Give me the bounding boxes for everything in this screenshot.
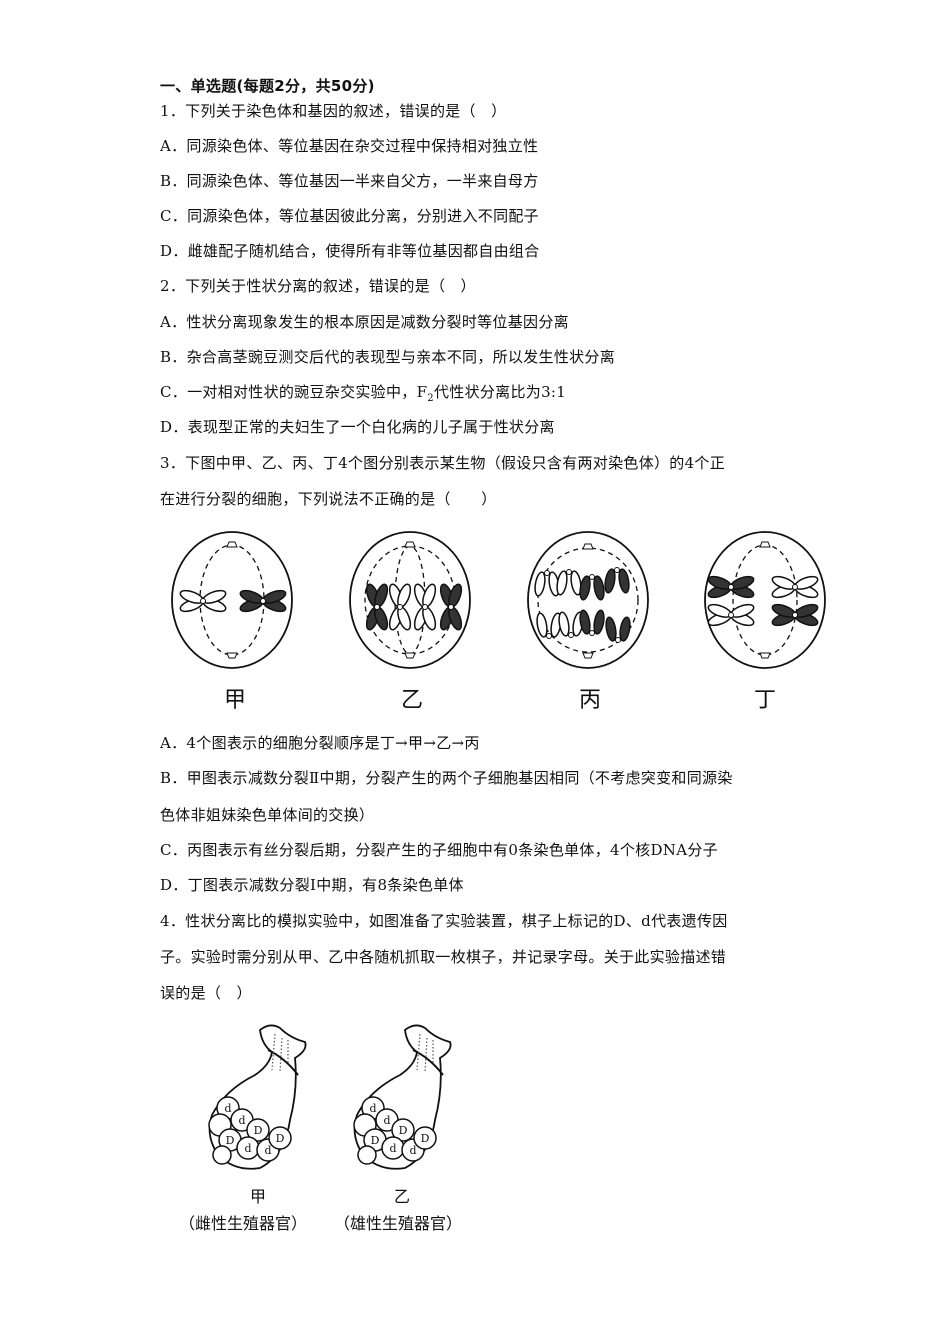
cell-bing (527, 531, 649, 669)
question-1-stem: 1．下列关于染色体和基因的叙述，错误的是（ ） (160, 102, 507, 120)
figure-label-bing: 丙 (578, 688, 601, 713)
question-3-option-b-cont: 色体非姐妹染色单体间的交换） (160, 806, 375, 824)
question-1-option-c: C．同源染色体，等位基因彼此分离，分别进入不同配子 (160, 207, 539, 225)
question-2-option-a: A．性状分离现象发生的根本原因是减数分裂时等位基因分离 (160, 313, 569, 331)
cell-division-figure (171, 531, 826, 669)
bags-figure: ddD DddD (208, 1024, 452, 1170)
question-2-option-b: B．杂合高茎豌豆测交后代的表现型与亲本不同，所以发生性状分离 (160, 348, 616, 366)
question-4-stem-line1: 4．性状分离比的模拟实验中，如图准备了实验装置，棋子上标记的D、d代表遗传因 (160, 912, 728, 930)
option-c-text: C．一对相对性状的豌豆杂交实验中，F (160, 383, 428, 401)
question-2-option-d: D．表现型正常的夫妇生了一个白化病的儿子属于性状分离 (160, 418, 555, 436)
f2-subscript: 2 (427, 393, 434, 404)
question-1-option-d: D．雌雄配子随机结合，使得所有非等位基因都自由组合 (160, 242, 540, 260)
figure-label-ding: 丁 (753, 688, 776, 713)
question-2-option-c: C．一对相对性状的豌豆杂交实验中，F2代性状分离比为3:1 (160, 382, 566, 409)
bag-label-jia: 甲 (249, 1187, 266, 1206)
figure-label-jia: 甲 (223, 688, 246, 713)
figure-label-yi: 乙 (400, 688, 423, 713)
bag-caption-yi: （雄性生殖器官） (333, 1214, 462, 1233)
question-2-stem: 2．下列关于性状分离的叙述，错误的是（ ） (160, 277, 476, 295)
question-3-stem-line2: 在进行分裂的细胞，下列说法不正确的是（ ） (160, 490, 497, 508)
question-1-option-b: B．同源染色体、等位基因一半来自父方，一半来自母方 (160, 172, 539, 190)
cell-ding (704, 531, 826, 669)
bag-caption-jia: （雌性生殖器官） (178, 1214, 307, 1233)
question-3-option-d: D．丁图表示减数分裂Ⅰ中期，有8条染色单体 (160, 876, 464, 894)
option-c-rest: 代性状分离比为3:1 (433, 383, 567, 401)
cell-yi (349, 531, 471, 669)
section-title: 一、单选题(每题2分，共50分) (160, 77, 375, 95)
question-4-stem-line3: 误的是（ ） (160, 984, 252, 1002)
question-3-stem-line1: 3．下图中甲、乙、丙、丁4个图分别表示某生物（假设只含有两对染色体）的4个正 (160, 454, 726, 472)
question-3-option-a: A．4个图表示的细胞分裂顺序是丁→甲→乙→丙 (160, 734, 480, 752)
question-4-stem-line2: 子。实验时需分别从甲、乙中各随机抓取一枚棋子，并记录字母。关于此实验描述错 (160, 948, 727, 966)
bag-label-yi: 乙 (393, 1187, 410, 1206)
question-3-option-c: C．丙图表示有丝分裂后期，分裂产生的子细胞中有0条染色单体，4个核DNA分子 (160, 841, 718, 859)
question-3-option-b: B．甲图表示减数分裂Ⅱ中期，分裂产生的两个子细胞基因相同（不考虑突变和同源染 (160, 769, 733, 787)
question-1-option-a: A．同源染色体、等位基因在杂交过程中保持相对独立性 (160, 137, 539, 155)
cell-jia (171, 531, 293, 669)
